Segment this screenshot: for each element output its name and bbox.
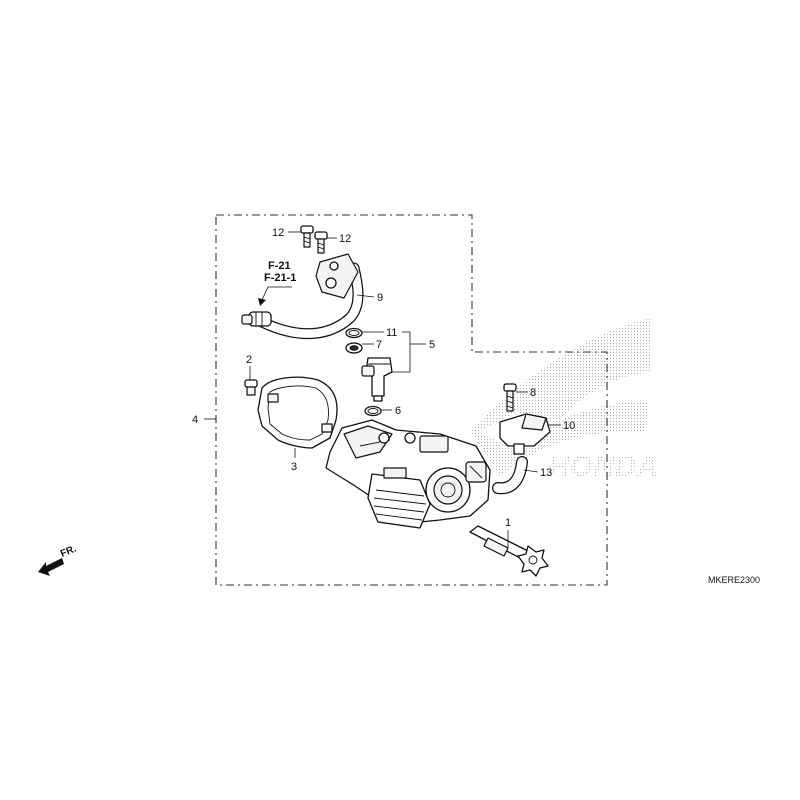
cover-3 (257, 376, 338, 449)
fuel-hose-9 (241, 253, 364, 340)
map-sensor-10 (499, 413, 551, 455)
callout-4: 4 (192, 414, 198, 426)
honda-wing-watermark: HONDA (470, 318, 658, 483)
hose-13 (492, 456, 528, 495)
front-arrow-icon: FR. (38, 543, 78, 576)
bolt-8 (503, 383, 517, 412)
callout-3: 3 (291, 461, 297, 473)
callout-6: 6 (395, 405, 401, 417)
callout-11: 11 (386, 327, 397, 339)
callout-10: 10 (563, 420, 575, 432)
assembly-boundary (215, 214, 608, 586)
callout-5: 5 (429, 339, 435, 351)
o-ring-6 (364, 405, 382, 417)
callout-2: 2 (246, 354, 252, 366)
screw-2 (244, 379, 258, 396)
honda-wordmark: HONDA (548, 450, 658, 483)
callout-12b: 12 (339, 233, 351, 245)
callout-7: 7 (376, 339, 382, 351)
callout-13: 13 (540, 467, 552, 479)
throttle-shaft (469, 525, 549, 577)
ref-f21: F-21 (268, 260, 291, 272)
bolt-12-left (300, 225, 314, 248)
ref-f21-1: F-21-1 (264, 272, 296, 284)
bolt-12-right (314, 231, 328, 254)
fuel-injector-5 (361, 357, 393, 402)
front-label: FR. (59, 543, 78, 559)
leader-lines (204, 231, 561, 548)
callout-1: 1 (505, 517, 511, 529)
ref-arrow (261, 286, 292, 301)
o-ring-11 (345, 327, 363, 339)
throttle-body-1 (325, 419, 491, 529)
cushion-ring-7 (345, 342, 363, 354)
callout-9: 9 (377, 292, 383, 304)
diagram-code: MKERE2300 (708, 575, 760, 585)
callout-8: 8 (530, 387, 536, 399)
callout-12a: 12 (272, 227, 284, 239)
